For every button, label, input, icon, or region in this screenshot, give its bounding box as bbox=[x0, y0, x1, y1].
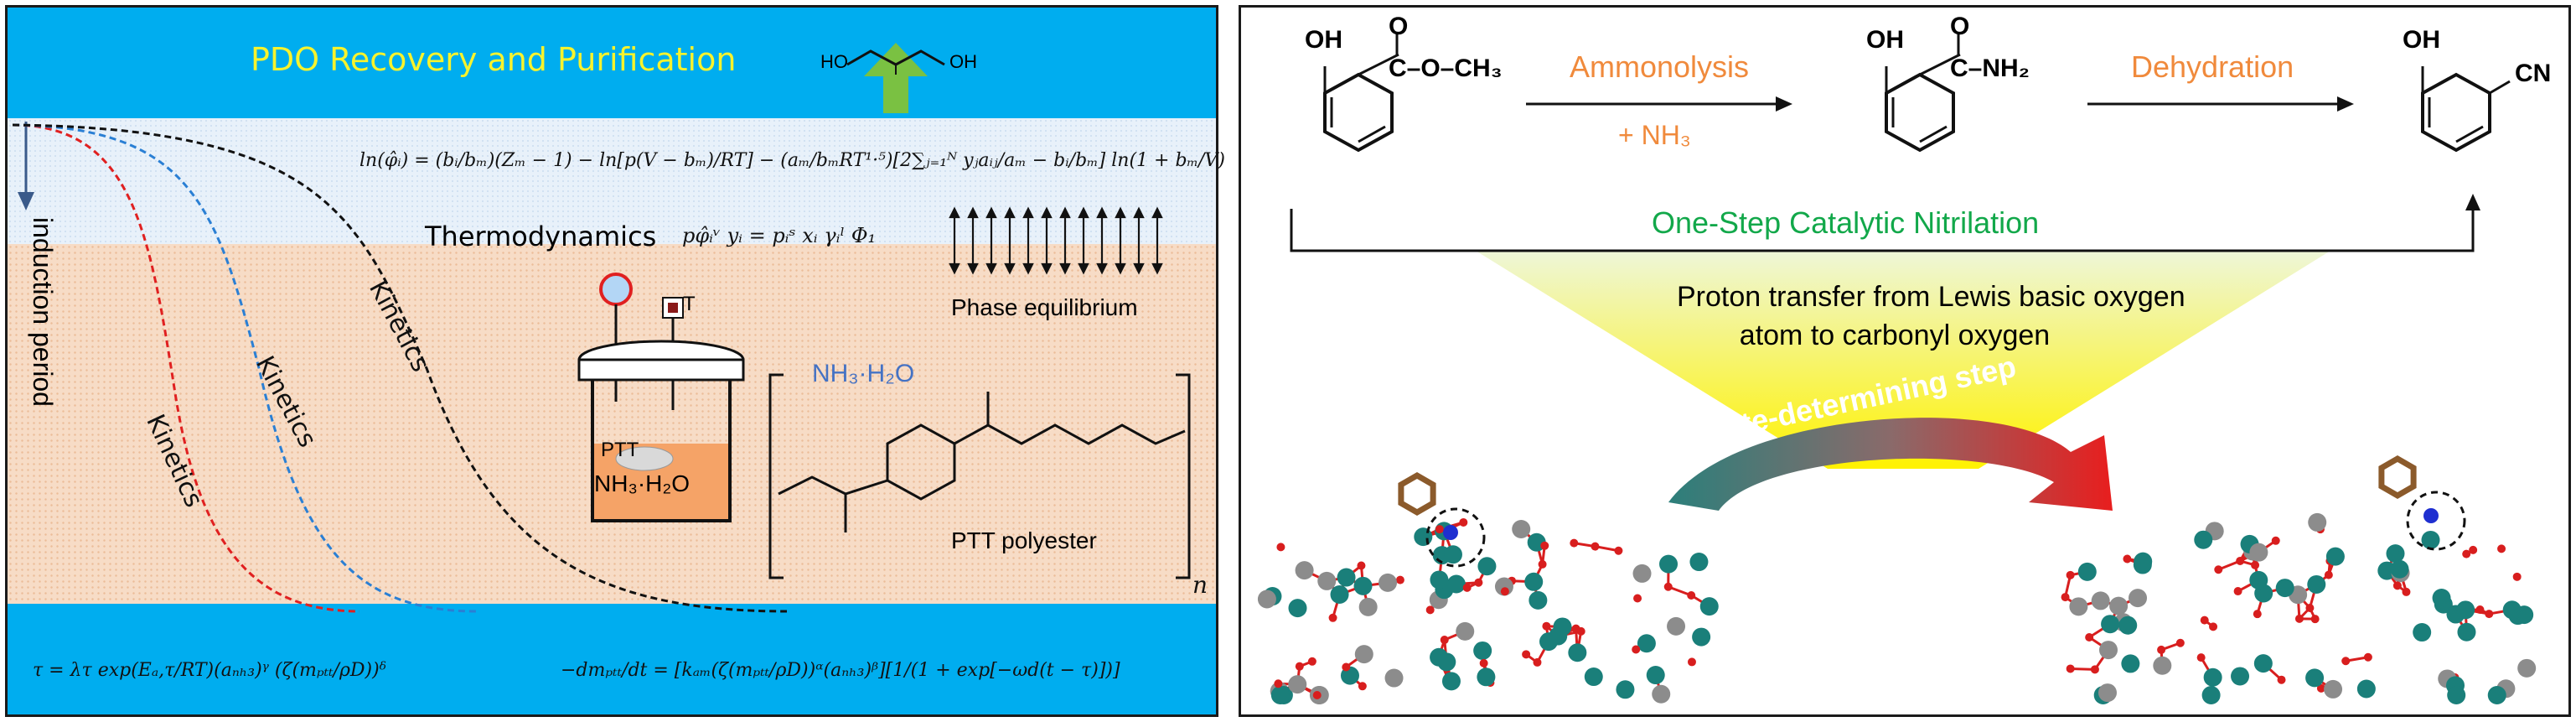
pdo-oh-left: HO bbox=[820, 51, 848, 72]
arrow-step1-icon bbox=[1526, 96, 1792, 112]
tau-equation: τ = λτ exp(Eₐ,τ/RT)(aₙₕ₃)ᵞ (ζ(mₚₜₜ/ρD))ᵟ bbox=[33, 660, 387, 681]
subscript-n: n bbox=[1192, 571, 1208, 599]
mol1-oh: OH bbox=[1305, 26, 1342, 54]
catalyst-right bbox=[2061, 454, 2537, 704]
pdo-oh-right: OH bbox=[949, 51, 977, 72]
step-ammonolysis: Ammonolysis bbox=[1570, 49, 1750, 84]
molecule-methyl-salicylate bbox=[1323, 33, 1399, 153]
reactor-vessel-icon bbox=[577, 273, 745, 522]
mol2-o: O bbox=[1950, 13, 1970, 40]
top-band bbox=[8, 8, 1216, 118]
up-arrow-icon bbox=[864, 43, 928, 113]
sensor-t-label: T bbox=[683, 293, 696, 315]
curve-black bbox=[12, 123, 788, 613]
thermo-band bbox=[8, 118, 1216, 244]
molecule-salicylamide bbox=[1885, 33, 1961, 153]
thermodynamics-label: Thermodynamics bbox=[425, 221, 657, 252]
mol1-substituent: C–O–CH₃ bbox=[1389, 55, 1503, 82]
mol3-substituent: CN bbox=[2515, 60, 2552, 87]
mol2-substituent: C–NH₂ bbox=[1950, 55, 2030, 82]
vessel-ptt: PTT bbox=[601, 439, 639, 461]
induction-arrow-icon bbox=[18, 122, 34, 210]
left-panel: PDO Recovery and Purification HO OH ln(φ… bbox=[5, 5, 1225, 717]
vessel-nh3: NH₃·H₂O bbox=[594, 470, 691, 496]
mol2-oh: OH bbox=[1866, 26, 1904, 54]
one-step-label: One-Step Catalytic Nitrilation bbox=[1652, 205, 2040, 240]
mol1-o: O bbox=[1389, 13, 1409, 40]
rds-arrow-icon bbox=[1668, 418, 2113, 511]
curve-red bbox=[12, 123, 360, 613]
proton-line2: atom to carbonyl oxygen bbox=[1739, 319, 2051, 351]
rate-equation: −dmₚₜₜ/dt = [kₐₘ(ζ(mₚₜₜ/ρD))ᵅ(aₙₕ₃)ᵝ][1/… bbox=[561, 660, 1120, 681]
molecule-salicylonitrile bbox=[2421, 66, 2511, 153]
nh3-label: NH₃·H₂O bbox=[812, 360, 915, 387]
catalyst-left bbox=[1257, 471, 1719, 704]
reagent-nh3: + NH₃ bbox=[1618, 120, 1691, 150]
fugacity-equation: ln(φ̂ᵢ) = (bᵢ/bₘ)(Zₘ − 1) − ln[p(V − bₘ)… bbox=[360, 150, 1225, 171]
equilibrium-equation: pφ̂ᵢᵛ yᵢ = pᵢˢ xᵢ γᵢˡ Φ₁ bbox=[682, 224, 877, 247]
ptt-polyester-label: PTT polyester bbox=[951, 527, 1097, 553]
curve-blue bbox=[12, 123, 478, 613]
gauge-icon bbox=[599, 273, 633, 306]
ptt-structure bbox=[768, 373, 1191, 579]
kinetics-curves bbox=[12, 123, 788, 613]
arrow-step2-icon bbox=[2087, 96, 2354, 112]
right-panel: OH O C–O–CH₃ Ammonolysis + NH₃ OH O C–NH… bbox=[1239, 5, 2571, 717]
mol3-oh: OH bbox=[2403, 26, 2440, 54]
pdo-molecule bbox=[846, 43, 945, 113]
bottom-band bbox=[8, 604, 1216, 714]
phase-arrows-icon bbox=[949, 206, 1163, 275]
step-dehydration: Dehydration bbox=[2131, 49, 2294, 84]
one-step-arrow-icon bbox=[1290, 194, 2480, 252]
funnel-glow bbox=[1476, 251, 2330, 469]
phase-equilibrium-label: Phase equilibrium bbox=[951, 294, 1138, 320]
proton-line1: Proton transfer from Lewis basic oxygen bbox=[1677, 281, 2185, 313]
pdo-title: PDO Recovery and Purification bbox=[251, 41, 737, 78]
